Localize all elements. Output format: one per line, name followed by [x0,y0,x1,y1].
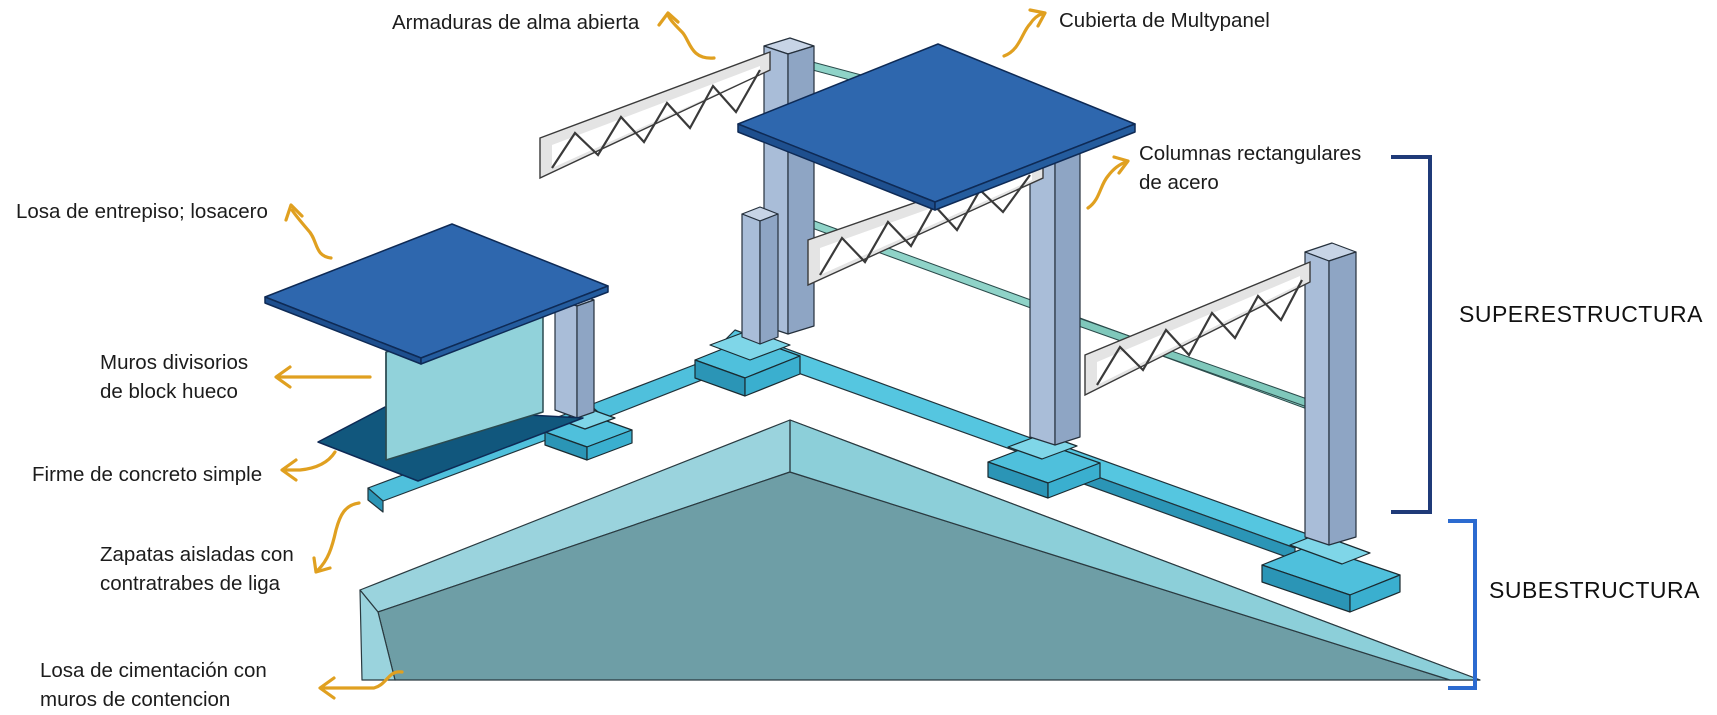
label-zapatas-line1: Zapatas aisladas con [100,543,294,566]
label-losa-cimentacion-line1: Losa de cimentación con [40,659,267,682]
bracket-subestructura [1448,519,1477,690]
truss-right [1084,260,1311,397]
label-superestructura: SUPERESTRUCTURA [1459,301,1703,327]
label-subestructura: SUBESTRUCTURA [1489,577,1700,603]
arrow-zapatas [312,501,361,574]
arrow-muros [274,365,372,389]
footing-middle [987,433,1101,499]
arrow-armaduras [657,11,716,60]
column-right [1304,242,1357,546]
arrow-losa-entrepiso [284,203,333,260]
foundation-slab [359,419,1481,681]
column-left [554,291,595,419]
label-muros-line1: Muros divisorios [100,351,249,374]
label-losa-entrepiso: Losa de entrepiso; losacero [16,200,268,223]
label-firme: Firme de concreto simple [32,463,263,486]
label-columnas-line1: Columnas rectangulares [1139,142,1362,165]
arrow-firme [280,450,337,482]
roof-panel [737,43,1136,211]
firme-slab [317,406,584,482]
callout-arrows [274,8,1130,700]
label-columnas-line2: de acero [1139,171,1219,194]
label-zapatas-line2: contratrabes de liga [100,572,281,595]
arrow-losa-cimentacion [318,670,404,700]
footing-center [694,329,801,397]
arrow-cubierta [1002,8,1047,58]
bracket-superestructura [1391,155,1432,514]
label-losa-cimentacion-line2: muros de contencion [40,688,231,711]
column-short [741,206,779,345]
column-middle [1029,141,1081,446]
footing-right [1261,533,1401,613]
label-armaduras: Armaduras de alma abierta [392,11,640,34]
truss-back [539,50,771,180]
mezzanine [264,223,609,482]
label-muros-line2: de block hueco [100,380,238,403]
label-cubierta: Cubierta de Multypanel [1059,9,1270,32]
arrow-columnas [1086,155,1130,210]
footing-left [544,408,633,461]
